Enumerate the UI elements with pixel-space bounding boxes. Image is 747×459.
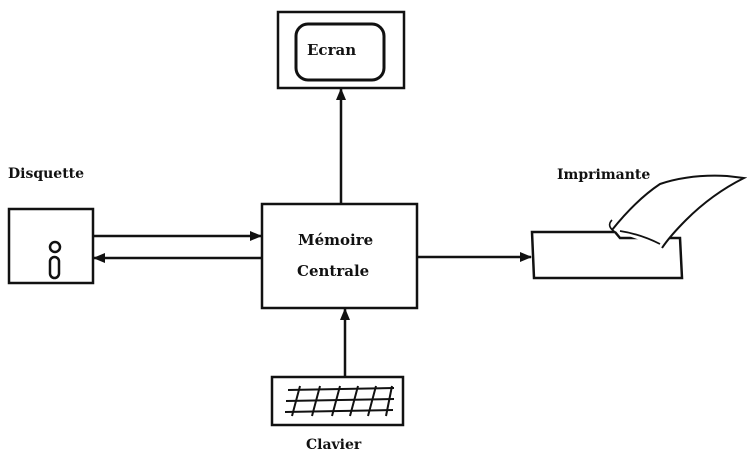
ecran-label: Ecran	[307, 41, 357, 59]
memoire-centrale-box	[260, 202, 419, 310]
imprimante-label: Imprimante	[557, 167, 651, 183]
disquette-label: Disquette	[8, 166, 85, 182]
centrale-label: Centrale	[297, 262, 370, 280]
memoire-label: Mémoire	[298, 231, 374, 249]
clavier-keyboard-icon	[270, 375, 405, 427]
disquette-icon	[7, 207, 95, 285]
imprimante-printer-icon	[530, 174, 747, 280]
clavier-label: Clavier	[306, 437, 362, 453]
